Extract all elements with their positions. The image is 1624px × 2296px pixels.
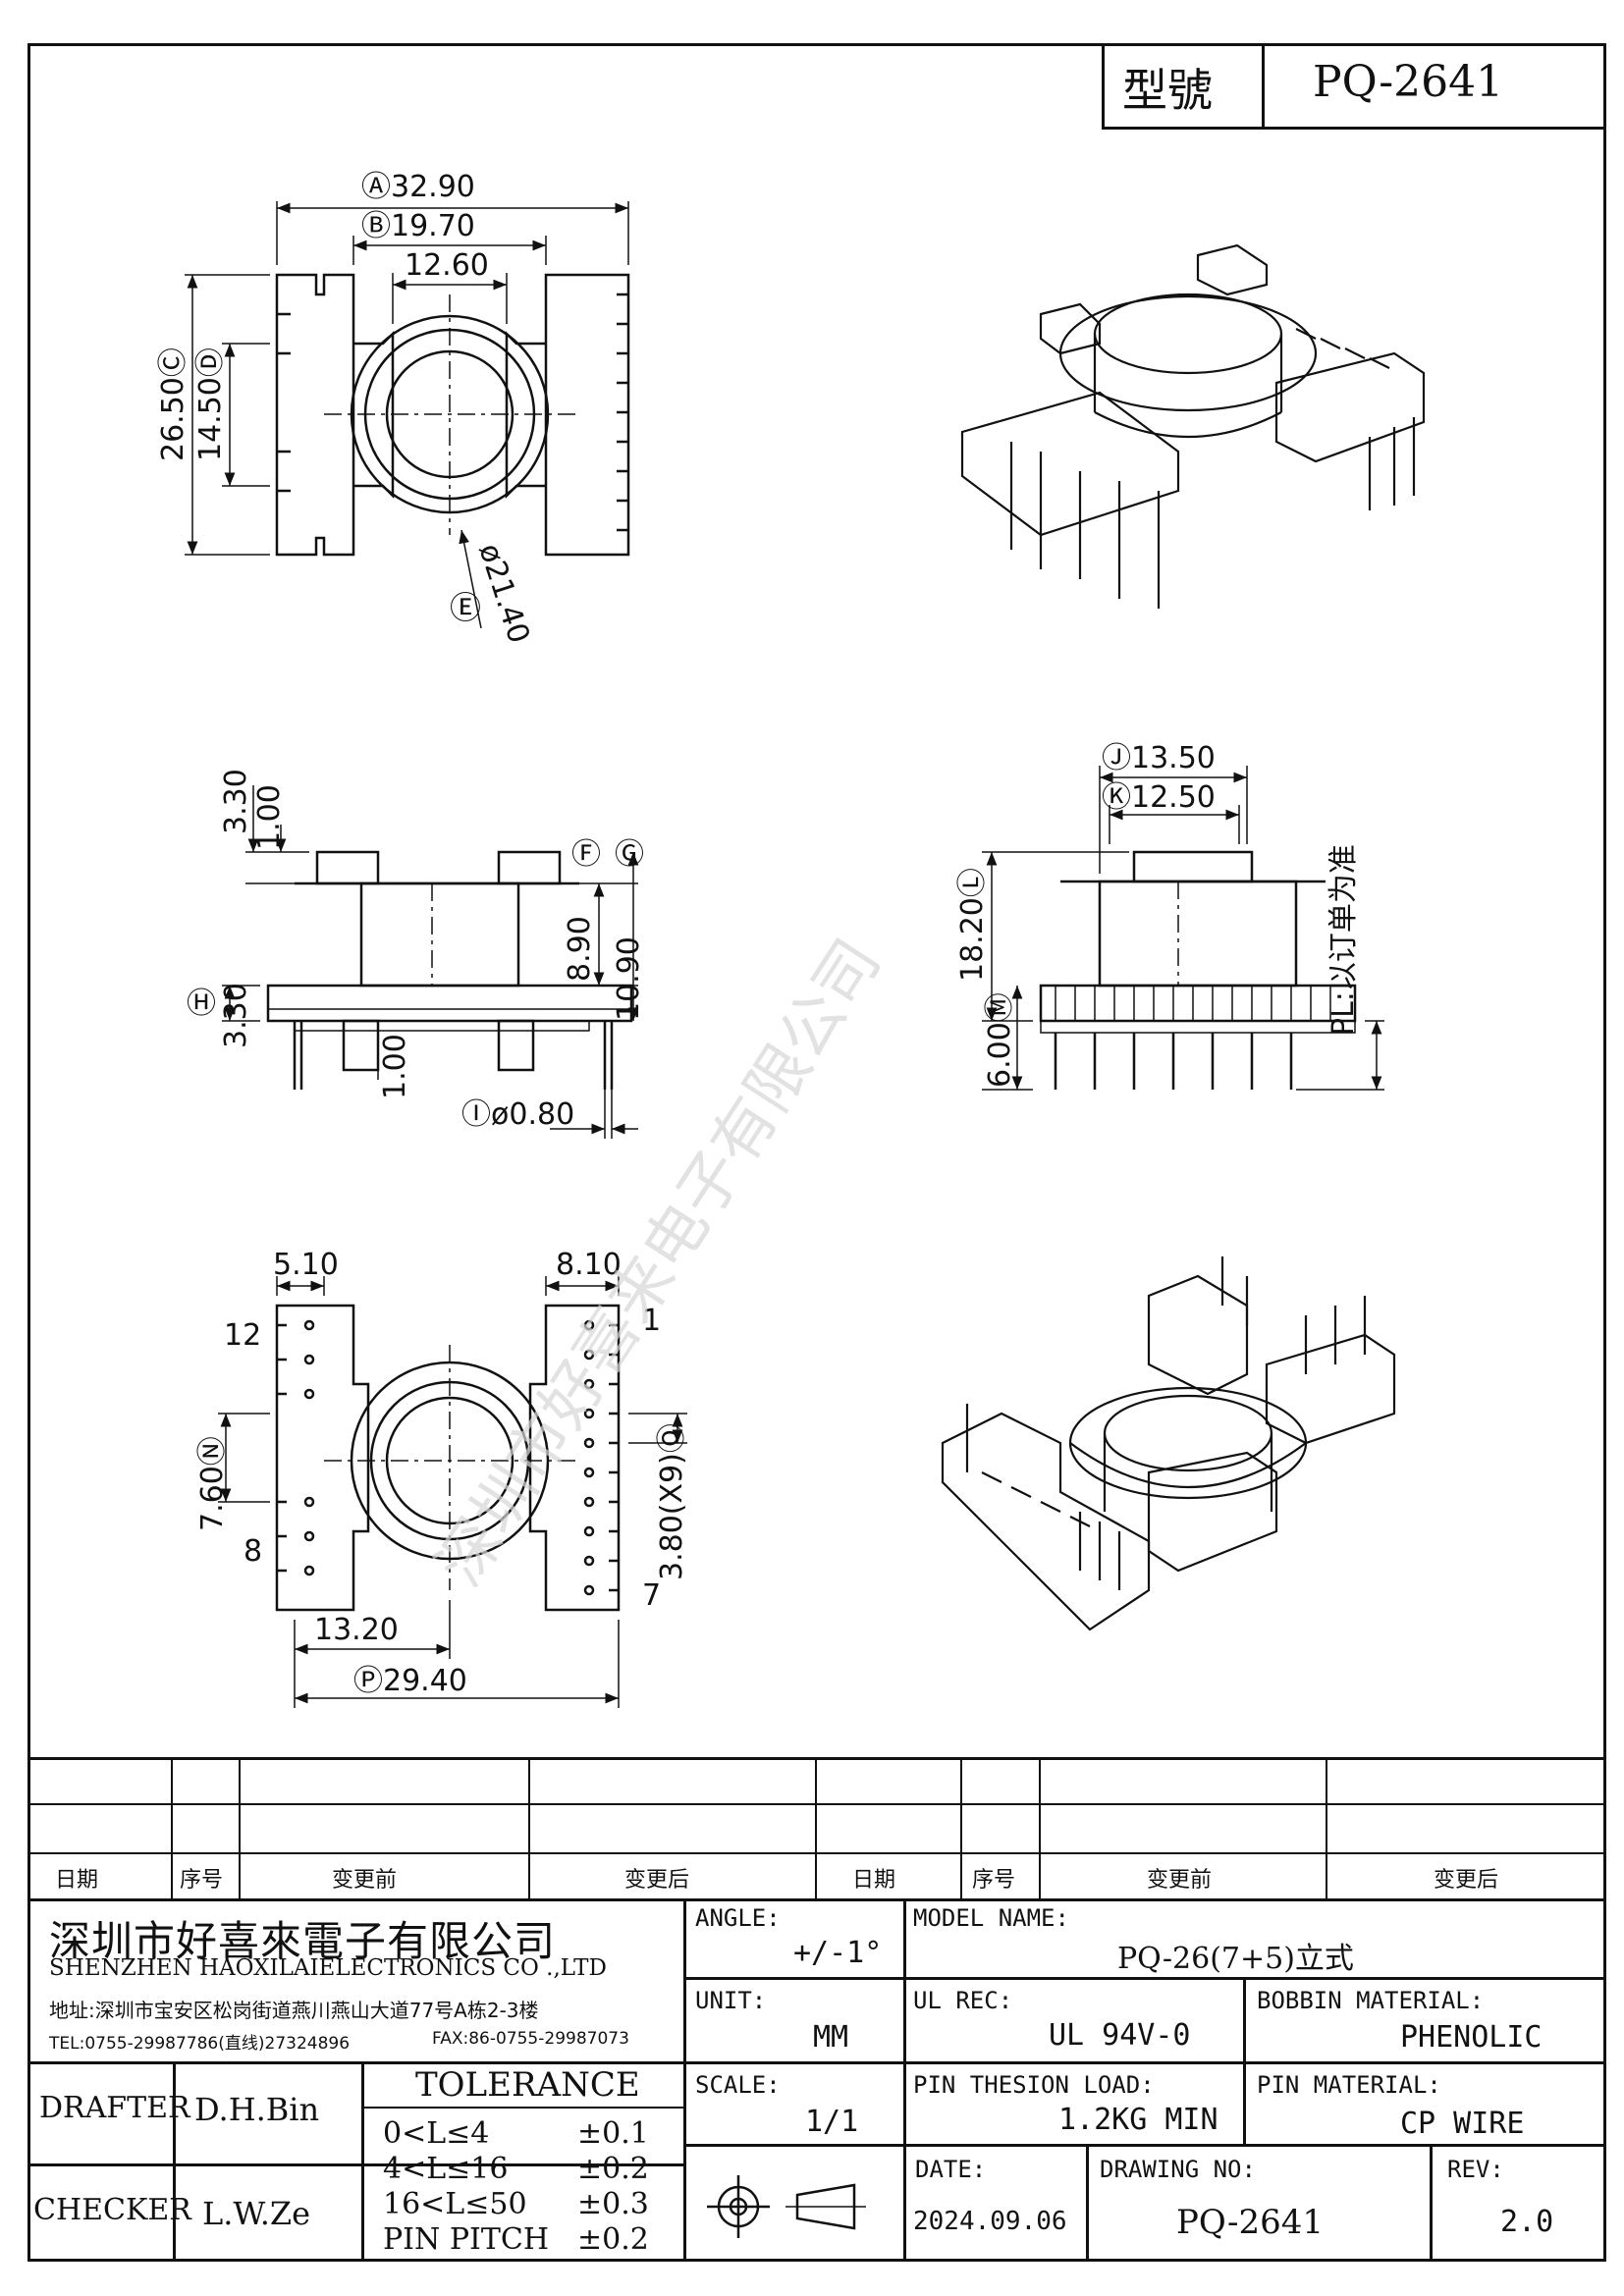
unit-value: MM (813, 2020, 849, 2055)
dim-o-label: 3.80(X9)Ⓞ (655, 1423, 689, 1580)
tolerance-range-3: 16<L≤50 (383, 2187, 527, 2221)
drafter-label: DRAFTER (39, 2091, 190, 2125)
model-name-label: MODEL NAME: (913, 1904, 1069, 1932)
pin-1-label: 1 (642, 1304, 661, 1338)
drafter-value: D.H.Bin (194, 2091, 320, 2128)
rev-header-seq-1: 序号 (180, 1868, 224, 1893)
dim-5-10-label: 5.10 (273, 1248, 339, 1282)
dim-e-label: ø21.40 (471, 540, 536, 648)
tolerance-value-4: ±0.2 (577, 2222, 649, 2257)
scale-label: SCALE: (695, 2071, 781, 2099)
dim-f-mark: Ⓕ (571, 837, 601, 872)
ul-rec-value: UL 94V-0 (1049, 2018, 1191, 2053)
tolerance-value-1: ±0.1 (577, 2116, 649, 2151)
date-label: DATE: (915, 2156, 987, 2183)
angle-label: ANGLE: (695, 1904, 781, 1932)
projection-symbol-icon (707, 2175, 866, 2238)
pin-7-label: 7 (642, 1578, 661, 1613)
revision-table: 日期 序号 变更前 变更后 日期 序号 变更前 变更后 (27, 1757, 1606, 1901)
rev-header-before-1: 变更前 (332, 1868, 398, 1893)
rev-header-after-1: 变更后 (624, 1868, 690, 1893)
pin-material-label: PIN MATERIAL: (1257, 2071, 1441, 2099)
rev-header-date-1: 日期 (55, 1868, 99, 1893)
dim-13-20-label: 13.20 (314, 1613, 399, 1647)
dim-d-label: 14.50Ⓓ (193, 347, 228, 461)
ul-rec-label: UL REC: (913, 1987, 1013, 2014)
dim-a-label: Ⓐ32.90 (361, 170, 475, 204)
drawing-views: Ⓐ32.90 Ⓑ19.70 12.60 26.50Ⓒ 14.50Ⓓ Ⓔ ø21.… (156, 170, 1426, 1708)
bobbin-material-value: PHENOLIC (1400, 2020, 1543, 2055)
company-name-cn: 深圳市好喜來電子有限公司 (49, 1917, 557, 1965)
angle-value: +/-1° (793, 1936, 883, 1970)
pin-8-label: 8 (244, 1534, 262, 1569)
checker-label: CHECKER (33, 2193, 191, 2227)
date-value: 2024.09.06 (913, 2207, 1067, 2236)
pin-load-label: PIN THESION LOAD: (913, 2071, 1155, 2099)
pin-material-value: CP WIRE (1400, 2107, 1525, 2141)
dim-8-90-label: 8.90 (563, 916, 597, 982)
dim-n-label: 7.60Ⓝ (195, 1436, 230, 1531)
tolerance-range-2: 4<L≤16 (383, 2152, 509, 2186)
pin-12-label: 12 (224, 1318, 261, 1353)
drawing-no-value: PQ-2641 (1176, 2203, 1325, 2242)
dim-b-label: Ⓑ19.70 (361, 209, 475, 243)
bottom-view (218, 1276, 687, 1708)
bobbin-material-label: BOBBIN MATERIAL: (1257, 1987, 1485, 2014)
model-box: 型號 PQ-2641 (1102, 43, 1606, 130)
tolerance-range-1: 0<L≤4 (383, 2116, 490, 2151)
dim-i-label: Ⓘø0.80 (461, 1097, 574, 1132)
company-address: 地址:深圳市宝安区松岗街道燕川燕山大道77号A栋2-3楼 (49, 1999, 539, 2022)
dim-j-label: Ⓙ13.50 (1102, 741, 1216, 775)
dim-m-label: 6.00Ⓜ (983, 992, 1017, 1088)
rev-header-before-2: 变更前 (1147, 1868, 1213, 1893)
dim-1-00-top-label: 1.00 (252, 784, 287, 850)
rev-label: REV: (1447, 2156, 1504, 2183)
dim-l-label: 18.20Ⓛ (955, 868, 990, 982)
pl-note: PL:以订单为准 (1326, 844, 1361, 1036)
dim-3-30-bot-label: 3.30 (219, 983, 253, 1048)
iso-view-1 (960, 243, 1426, 609)
dim-1-00-bot-label: 1.00 (378, 1034, 412, 1099)
model-label: 型號 (1122, 64, 1213, 117)
dim-g-mark: Ⓖ (615, 837, 644, 872)
drawing-no-label: DRAWING NO: (1100, 2156, 1256, 2183)
rev-header-seq-2: 序号 (972, 1868, 1016, 1893)
rev-header-date-2: 日期 (852, 1868, 896, 1893)
unit-label: UNIT: (695, 1987, 767, 2014)
model-value: PQ-2641 (1313, 57, 1504, 107)
dim-h-mark: Ⓗ (187, 987, 216, 1021)
model-name-value: PQ-26(7+5)立式 (1117, 1942, 1354, 1976)
company-fax: FAX:86-0755-29987073 (432, 2029, 629, 2049)
dim-c-label: 26.50Ⓒ (156, 347, 190, 461)
dim-e-mark: Ⓔ (450, 589, 481, 626)
company-name-en: SHENZHEN HAOXILAIELECTRONICS CO .,LTD (49, 1955, 607, 1981)
dim-3-30-top-label: 3.30 (219, 769, 253, 834)
rev-value: 2.0 (1500, 2205, 1554, 2239)
tolerance-value-3: ±0.3 (577, 2187, 649, 2221)
tolerance-title: TOLERANCE (415, 2065, 640, 2105)
dim-p-label: Ⓟ29.40 (353, 1664, 467, 1698)
dim-k-label: Ⓚ12.50 (1102, 780, 1216, 815)
iso-view-2 (941, 1256, 1396, 1631)
front-view (982, 766, 1384, 1091)
dim-10-90-label: 10.90 (612, 936, 646, 1021)
dim-8-10-label: 8.10 (556, 1248, 622, 1282)
tolerance-range-4: PIN PITCH (383, 2222, 549, 2257)
company-tel: TEL:0755-29987786(直线)27324896 (49, 2034, 351, 2054)
top-view (185, 201, 630, 629)
tolerance-value-2: ±0.2 (577, 2152, 649, 2186)
dim-12-60-label: 12.60 (405, 248, 489, 283)
pin-load-value: 1.2KG MIN (1058, 2103, 1218, 2137)
side-view (222, 785, 639, 1139)
rev-header-after-2: 变更后 (1434, 1868, 1499, 1893)
title-block: 深圳市好喜來電子有限公司 SHENZHEN HAOXILAIELECTRONIC… (27, 1898, 1606, 2262)
drawing-frame (27, 43, 1606, 2262)
checker-value: L.W.Ze (202, 2195, 311, 2232)
scale-value: 1/1 (805, 2105, 859, 2139)
